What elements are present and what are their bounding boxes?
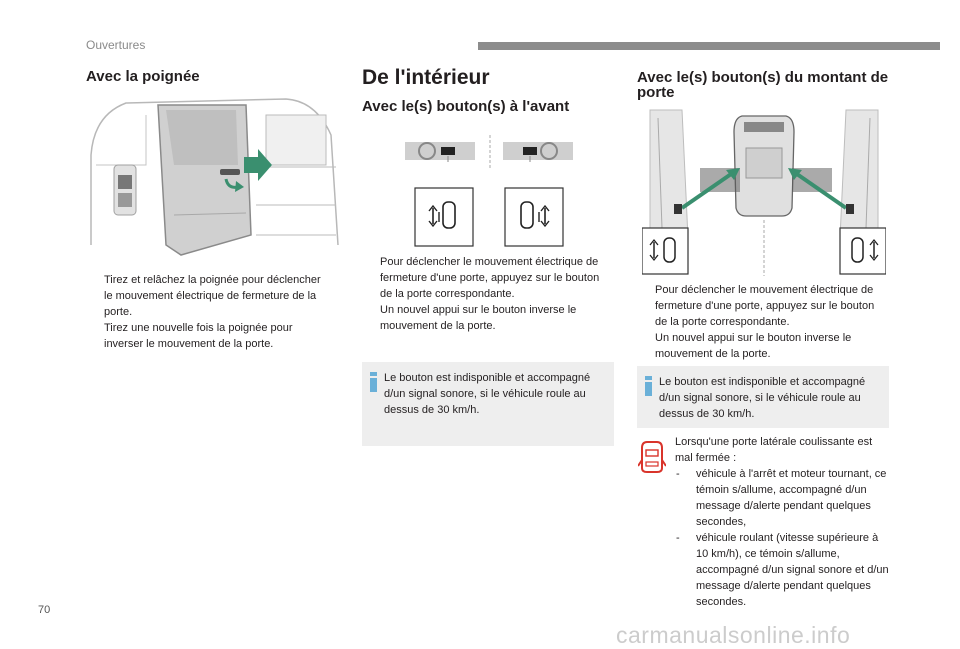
info-icon	[368, 372, 379, 392]
warning-list: - véhicule à l'arrêt et moteur tournant, …	[676, 466, 890, 610]
warning-item-text: véhicule roulant (vitesse supérieure à 1…	[696, 532, 889, 608]
heading-boutons-avant: Avec le(s) bouton(s) à l'avant	[362, 98, 570, 115]
info-icon	[643, 376, 654, 396]
list-item-text: Tirez et relâchez la poignée pour déclen…	[104, 274, 321, 318]
list-item: Tirez une nouvelle fois la poignée pour …	[86, 320, 326, 352]
list-item-text: Un nouvel appui sur le bouton inverse le…	[380, 304, 577, 332]
heading-interieur: De l'intérieur	[362, 66, 490, 89]
list-item: Un nouvel appui sur le bouton inverse le…	[362, 302, 608, 334]
warning-item: - véhicule à l'arrêt et moteur tournant, …	[676, 466, 890, 530]
info-text: Le bouton est indisponible et accompagné…	[384, 372, 591, 416]
list-item: Pour déclencher le mouvement électrique …	[362, 254, 608, 302]
watermark: carmanualsonline.info	[616, 622, 851, 648]
van-handle-illustration	[86, 95, 342, 265]
col2-instruction-list: Pour déclencher le mouvement électrique …	[362, 254, 608, 334]
heading-poignee: Avec la poignée	[86, 68, 200, 85]
warning-item: - véhicule roulant (vitesse supérieure à …	[676, 530, 890, 610]
front-buttons-illustration	[405, 135, 573, 247]
heading-boutons-montant: Avec le(s) bouton(s) du montant de porte	[637, 69, 889, 101]
pillar-buttons-illustration	[642, 108, 886, 276]
section-title: Ouvertures	[86, 38, 146, 52]
info-text: Le bouton est indisponible et accompagné…	[659, 376, 866, 420]
list-item: Pour déclencher le mouvement électrique …	[637, 282, 889, 330]
info-box-pillar: Le bouton est indisponible et accompagné…	[637, 366, 889, 428]
list-item: Un nouvel appui sur le bouton inverse le…	[637, 330, 889, 362]
door-open-warning-icon	[638, 441, 666, 473]
warning-item-text: véhicule à l'arrêt et moteur tournant, c…	[696, 468, 887, 528]
list-item-text: Pour déclencher le mouvement électrique …	[655, 284, 875, 328]
list-item-text: Tirez une nouvelle fois la poignée pour …	[104, 322, 293, 350]
list-item-text: Un nouvel appui sur le bouton inverse le…	[655, 332, 852, 360]
col3-instruction-list: Pour déclencher le mouvement électrique …	[637, 282, 889, 362]
list-item-text: Pour déclencher le mouvement électrique …	[380, 256, 600, 300]
header-bar	[478, 42, 940, 50]
list-item: Tirez et relâchez la poignée pour déclen…	[86, 272, 326, 320]
dash-mark: -	[676, 532, 680, 544]
page-number: 70	[38, 604, 51, 616]
dash-mark: -	[676, 468, 680, 480]
col1-instruction-list: Tirez et relâchez la poignée pour déclen…	[86, 272, 326, 352]
info-box-front: Le bouton est indisponible et accompagné…	[362, 362, 614, 446]
warning-intro: Lorsqu'une porte latérale coulissante es…	[675, 436, 873, 464]
